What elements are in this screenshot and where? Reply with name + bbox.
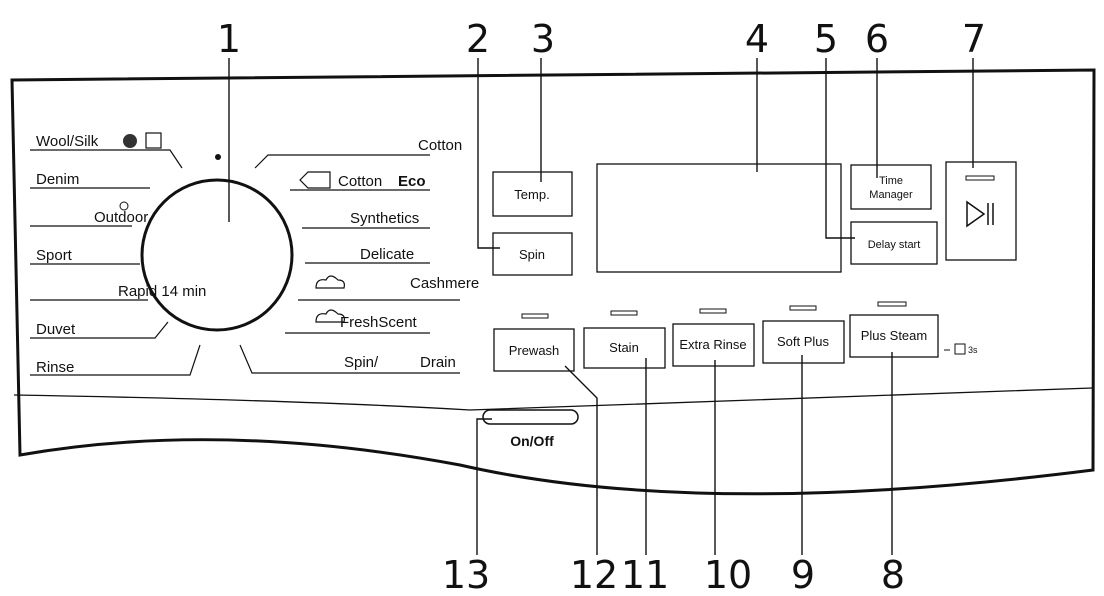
programme-eco-label: Eco <box>398 173 426 190</box>
temp-button[interactable] <box>492 171 573 217</box>
delay-start-button[interactable] <box>850 221 938 265</box>
start-pause-icon <box>966 200 994 228</box>
callout-1: 1 <box>217 17 241 61</box>
callout-12: 12 <box>570 553 618 596</box>
plus-steam-label: Plus Steam <box>861 328 927 343</box>
programme-drain: Drain <box>420 354 456 371</box>
soft-plus-button[interactable] <box>762 320 845 364</box>
stain-button[interactable] <box>583 327 666 369</box>
delay-start-label: Delay start <box>868 239 921 251</box>
programme-rapid-14-min: Rapid 14 min <box>118 283 206 300</box>
cloud-steam-icon <box>315 275 345 289</box>
callout-3: 3 <box>531 17 555 61</box>
selector-indicator-dot <box>215 154 221 160</box>
start-pause-led <box>965 175 995 181</box>
panel-divider <box>13 387 1093 411</box>
plus-steam-button[interactable] <box>849 314 939 358</box>
callout-7: 7 <box>962 17 986 61</box>
child-lock-icon <box>954 343 966 355</box>
programme-wool-silk: Wool/Silk <box>36 133 99 150</box>
callout-13: 13 <box>442 553 490 596</box>
extra-rinse-button[interactable] <box>672 323 755 367</box>
wool-ball-icon <box>123 134 137 148</box>
programme-rinse: Rinse <box>36 359 74 376</box>
prewash-label: Prewash <box>509 343 560 358</box>
programme-denim: Denim <box>36 171 79 188</box>
freshscent-icon <box>315 309 345 323</box>
on-off-button[interactable] <box>482 409 579 425</box>
display <box>596 163 842 273</box>
right-programme-lines <box>239 154 460 374</box>
programme-freshscent: FreshScent <box>340 314 418 331</box>
temp-button-label: Temp. <box>514 187 549 202</box>
programme-sport: Sport <box>36 247 73 264</box>
handwash-icon <box>145 132 162 149</box>
extra-rinse-label: Extra Rinse <box>679 337 746 352</box>
soft-plus-label: Soft Plus <box>777 334 830 349</box>
panel-outline <box>10 68 1096 496</box>
eco-tag-icon <box>299 171 331 189</box>
spin-button-label: Spin <box>519 247 545 262</box>
callout-4: 4 <box>745 17 769 61</box>
callout-10: 10 <box>704 553 752 596</box>
child-lock-time: 3s <box>968 345 978 355</box>
time-manager-button[interactable] <box>850 164 932 210</box>
left-programme-lines <box>30 149 201 376</box>
programme-spin: Spin/ <box>344 354 379 371</box>
programme-cotton: Cotton <box>418 137 462 154</box>
programme-synthetics: Synthetics <box>350 210 419 227</box>
programme-cotton-eco: Cotton <box>338 173 382 190</box>
prewash-button[interactable] <box>493 328 575 372</box>
callout-5: 5 <box>814 17 838 61</box>
time-manager-label-line2: Manager <box>869 189 913 201</box>
callout-9: 9 <box>791 553 815 596</box>
programme-selector-knob[interactable] <box>140 178 294 332</box>
on-off-label: On/Off <box>510 433 554 449</box>
programme-delicate: Delicate <box>360 246 414 263</box>
stain-label: Stain <box>609 340 639 355</box>
callout-2: 2 <box>466 17 490 61</box>
programme-cashmere: Cashmere <box>410 275 479 292</box>
callout-6: 6 <box>865 17 889 61</box>
callout-11: 11 <box>621 553 669 596</box>
time-manager-label-line1: Time <box>879 175 903 187</box>
callout-lines <box>228 58 974 555</box>
programme-duvet: Duvet <box>36 321 76 338</box>
callout-8: 8 <box>881 553 905 596</box>
option-leds <box>521 301 907 319</box>
start-pause-button[interactable] <box>945 161 1017 261</box>
outdoor-icon <box>119 201 129 211</box>
spin-button[interactable] <box>492 232 573 276</box>
programme-outdoor: Outdoor <box>94 209 148 226</box>
